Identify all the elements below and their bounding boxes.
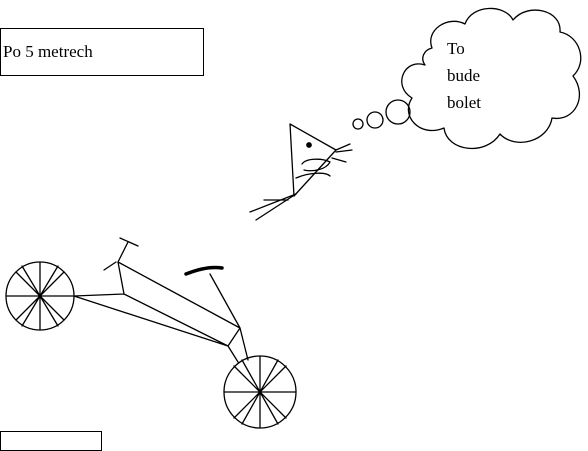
thought-cloud bbox=[401, 7, 582, 149]
rider-chin bbox=[295, 172, 331, 179]
bicycle-fork-detail bbox=[103, 261, 117, 271]
rider-head bbox=[289, 123, 337, 197]
thought-line-1: To bbox=[447, 39, 465, 58]
rider-hair bbox=[331, 143, 353, 163]
rider-legs bbox=[249, 193, 297, 221]
thought-text: To bude bolet bbox=[447, 35, 517, 116]
rider-eye bbox=[306, 142, 312, 148]
thought-trail-large bbox=[385, 99, 411, 125]
bicycle-frame bbox=[73, 261, 249, 363]
bicycle-rear-spokes bbox=[223, 355, 297, 429]
bicycle-saddle bbox=[184, 265, 224, 276]
rider-mouth bbox=[301, 158, 331, 172]
bottom-caption-box bbox=[0, 431, 102, 451]
bicycle-front-spokes bbox=[5, 261, 75, 331]
thought-trail-small bbox=[352, 118, 364, 130]
thought-trail-medium bbox=[366, 111, 384, 129]
thought-line-2: bude bbox=[447, 66, 481, 85]
thought-line-3: bolet bbox=[447, 93, 481, 112]
bicycle-stem bbox=[117, 237, 139, 263]
caption-text: Po 5 metrech bbox=[3, 42, 93, 61]
drawing-canvas bbox=[5, 7, 582, 429]
caption-box: Po 5 metrech bbox=[0, 28, 204, 76]
